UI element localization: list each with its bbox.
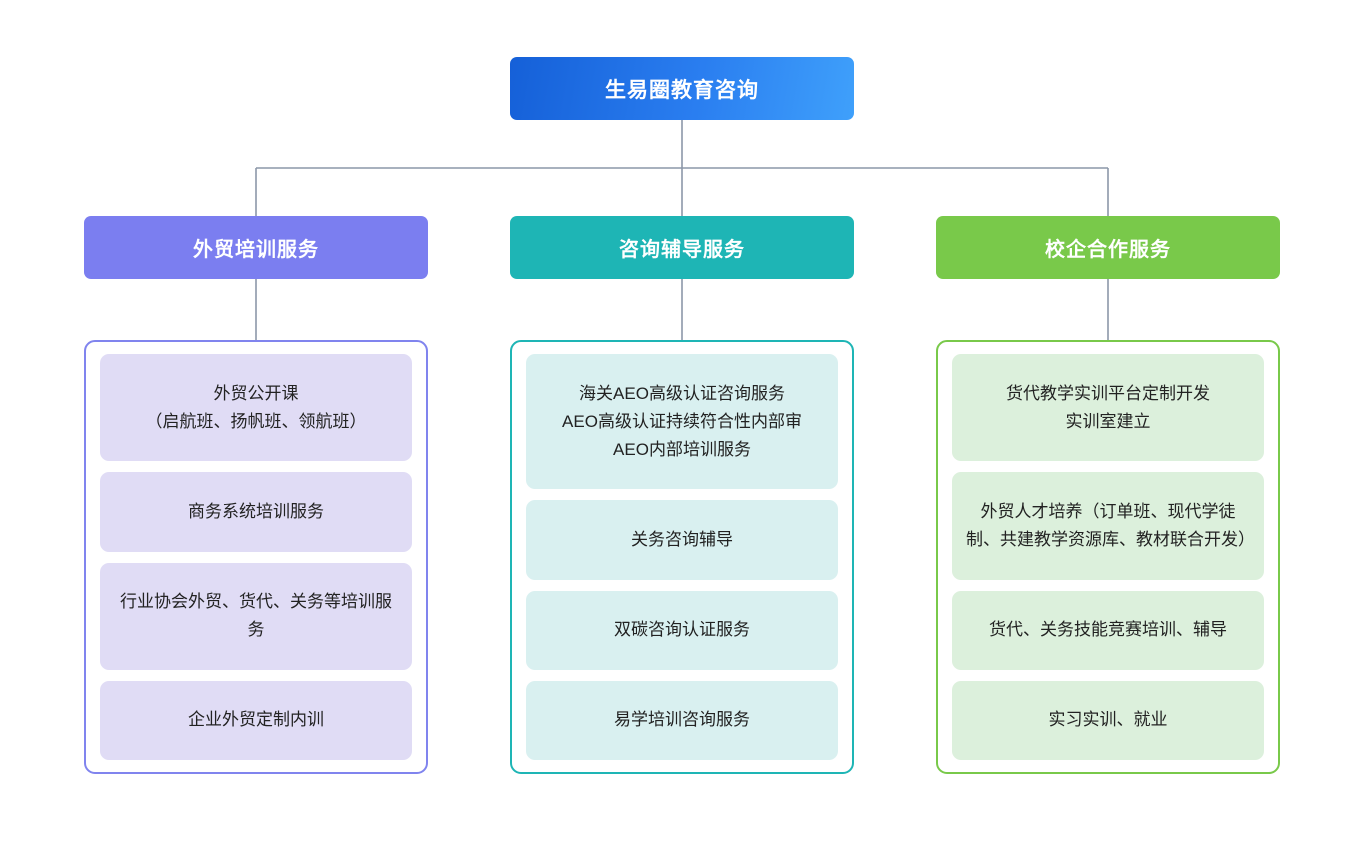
group-box-school-enterprise-cooperation: 货代教学实训平台定制开发 实训室建立 外贸人才培养（订单班、现代学徒制、共建教学…: [936, 340, 1280, 774]
item-card[interactable]: 易学培训咨询服务: [526, 680, 838, 760]
item-card[interactable]: 货代教学实训平台定制开发 实训室建立: [952, 354, 1264, 462]
item-card[interactable]: 外贸人才培养（订单班、现代学徒制、共建教学资源库、教材联合开发）: [952, 472, 1264, 580]
item-card[interactable]: 海关AEO高级认证咨询服务 AEO高级认证持续符合性内部审 AEO内部培训服务: [526, 354, 838, 490]
category-header-foreign-trade-training[interactable]: 外贸培训服务: [84, 216, 428, 279]
item-card[interactable]: 外贸公开课 （启航班、扬帆班、领航班）: [100, 354, 412, 462]
item-card[interactable]: 商务系统培训服务: [100, 472, 412, 552]
item-card[interactable]: 企业外贸定制内训: [100, 680, 412, 760]
item-card[interactable]: 实习实训、就业: [952, 680, 1264, 760]
group-box-foreign-trade-training: 外贸公开课 （启航班、扬帆班、领航班） 商务系统培训服务 行业协会外贸、货代、关…: [84, 340, 428, 774]
root-node-label: 生易圈教育咨询: [605, 78, 759, 102]
category-header-label: 外贸培训服务: [193, 239, 319, 261]
item-card[interactable]: 双碳咨询认证服务: [526, 590, 838, 670]
category-header-label: 咨询辅导服务: [619, 239, 745, 261]
item-card[interactable]: 货代、关务技能竞赛培训、辅导: [952, 590, 1264, 670]
group-box-consulting-tutoring: 海关AEO高级认证咨询服务 AEO高级认证持续符合性内部审 AEO内部培训服务 …: [510, 340, 854, 774]
root-node[interactable]: 生易圈教育咨询: [510, 57, 854, 120]
category-header-consulting-tutoring[interactable]: 咨询辅导服务: [510, 216, 854, 279]
item-card[interactable]: 关务咨询辅导: [526, 500, 838, 580]
category-header-label: 校企合作服务: [1045, 239, 1171, 261]
item-card[interactable]: 行业协会外贸、货代、关务等培训服务: [100, 562, 412, 670]
category-header-school-enterprise-cooperation[interactable]: 校企合作服务: [936, 216, 1280, 279]
